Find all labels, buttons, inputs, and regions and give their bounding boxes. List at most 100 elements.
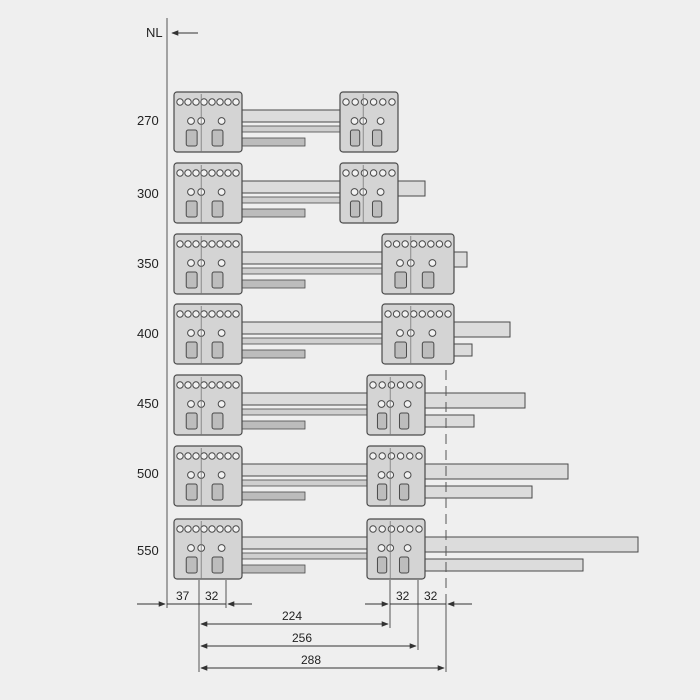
front-bracket-hole <box>192 452 200 460</box>
front-bracket-hole <box>217 329 226 337</box>
rear-bracket-hole <box>387 452 396 460</box>
front-bracket-hole <box>224 310 232 318</box>
front-bracket-hole <box>200 452 208 460</box>
front-bracket-hole <box>208 240 216 248</box>
rear-bracket-hole <box>435 310 444 318</box>
runner-extension-lower <box>422 414 475 428</box>
front-bracket-slot <box>211 412 224 430</box>
rear-bracket-hole <box>428 329 437 337</box>
front-bracket-slot <box>185 271 198 289</box>
rear-bracket <box>381 303 455 365</box>
front-bracket-hole <box>217 544 226 552</box>
rear-bracket-hole <box>369 169 378 177</box>
front-bracket-slot <box>185 412 198 430</box>
rear-bracket-hole <box>444 240 452 248</box>
front-bracket-slot <box>211 271 224 289</box>
runner-rail-lower <box>239 125 343 133</box>
front-bracket-hole <box>176 381 184 389</box>
rear-bracket-hole <box>379 98 387 106</box>
runner-rail <box>239 536 370 550</box>
front-bracket-hole <box>224 381 232 389</box>
rear-bracket-hole <box>377 471 386 479</box>
rear-bracket-slot <box>394 341 407 359</box>
front-bracket-hole <box>184 169 192 177</box>
rear-bracket-hole <box>401 240 409 248</box>
runner-rail <box>239 392 370 406</box>
runner-450 <box>173 374 526 436</box>
front-bracket-slot <box>185 341 198 359</box>
front-bracket-hole <box>176 310 184 318</box>
front-bracket-hole <box>232 240 240 248</box>
front-bracket-slot <box>185 129 198 147</box>
row-label-350: 350 <box>137 256 159 271</box>
front-bracket-hole <box>224 452 232 460</box>
runner-rail-lower <box>239 552 370 560</box>
front-bracket-hole <box>187 400 195 408</box>
runner-extension <box>422 536 639 553</box>
rear-bracket-hole <box>418 240 426 248</box>
front-bracket-hole <box>208 525 216 533</box>
front-bracket <box>173 233 243 295</box>
rear-bracket-hole <box>388 169 396 177</box>
nl-label: NL <box>146 25 163 40</box>
front-bracket-hole <box>192 381 200 389</box>
front-bracket-hole <box>187 329 195 337</box>
runner-rail <box>239 180 343 194</box>
front-bracket-hole <box>208 98 216 106</box>
rear-bracket-slot <box>376 412 388 430</box>
front-bracket-hole <box>184 98 192 106</box>
front-bracket-hole <box>176 98 184 106</box>
runner-rail <box>239 251 385 265</box>
rear-bracket-hole <box>406 452 414 460</box>
front-bracket-hole <box>232 381 240 389</box>
rear-bracket-hole <box>415 525 423 533</box>
runner-mechanism <box>239 279 306 289</box>
front-bracket-hole <box>187 117 195 125</box>
rear-bracket-hole <box>350 188 359 196</box>
rear-bracket-hole <box>403 544 412 552</box>
rear-bracket-slot <box>349 200 361 218</box>
row-label-500: 500 <box>137 466 159 481</box>
front-bracket-hole <box>208 381 216 389</box>
front-bracket-slot <box>211 556 224 574</box>
runner-270 <box>173 91 399 153</box>
rear-bracket-slot <box>371 200 383 218</box>
rear-bracket-hole <box>396 452 405 460</box>
dim-256: 256 <box>292 631 312 645</box>
rear-bracket-hole <box>435 240 444 248</box>
front-bracket-hole <box>208 452 216 460</box>
rear-bracket-hole <box>369 381 377 389</box>
front-bracket-slot <box>185 200 198 218</box>
front-bracket-hole <box>216 98 224 106</box>
runner-rail-lower <box>239 408 370 416</box>
front-bracket-hole <box>217 471 226 479</box>
front-bracket-hole <box>216 452 224 460</box>
runner-extension <box>395 180 426 197</box>
front-bracket-hole <box>216 525 224 533</box>
rear-bracket-hole <box>427 240 435 248</box>
runner-extension-lower <box>451 343 473 357</box>
runner-mechanism <box>239 349 306 359</box>
rear-bracket-hole <box>396 525 405 533</box>
front-bracket-hole <box>176 452 184 460</box>
front-bracket-slot <box>211 341 224 359</box>
runner-rail <box>239 109 343 123</box>
front-bracket <box>173 374 243 436</box>
front-bracket-hole <box>232 452 240 460</box>
front-bracket-hole <box>224 98 232 106</box>
rear-bracket-hole <box>401 310 409 318</box>
rear-bracket-hole <box>406 381 414 389</box>
front-bracket-hole <box>184 452 192 460</box>
front-bracket-hole <box>232 310 240 318</box>
rear-bracket-hole <box>387 525 396 533</box>
front-bracket-hole <box>224 525 232 533</box>
front-bracket <box>173 303 243 365</box>
rear-bracket-hole <box>376 117 385 125</box>
runner-rail <box>239 321 385 335</box>
rear-bracket-hole <box>415 381 423 389</box>
dim-37: 37 <box>176 589 190 603</box>
dim-32-front: 32 <box>205 589 219 603</box>
runner-mechanism <box>239 564 306 574</box>
rear-bracket-slot <box>421 341 435 359</box>
